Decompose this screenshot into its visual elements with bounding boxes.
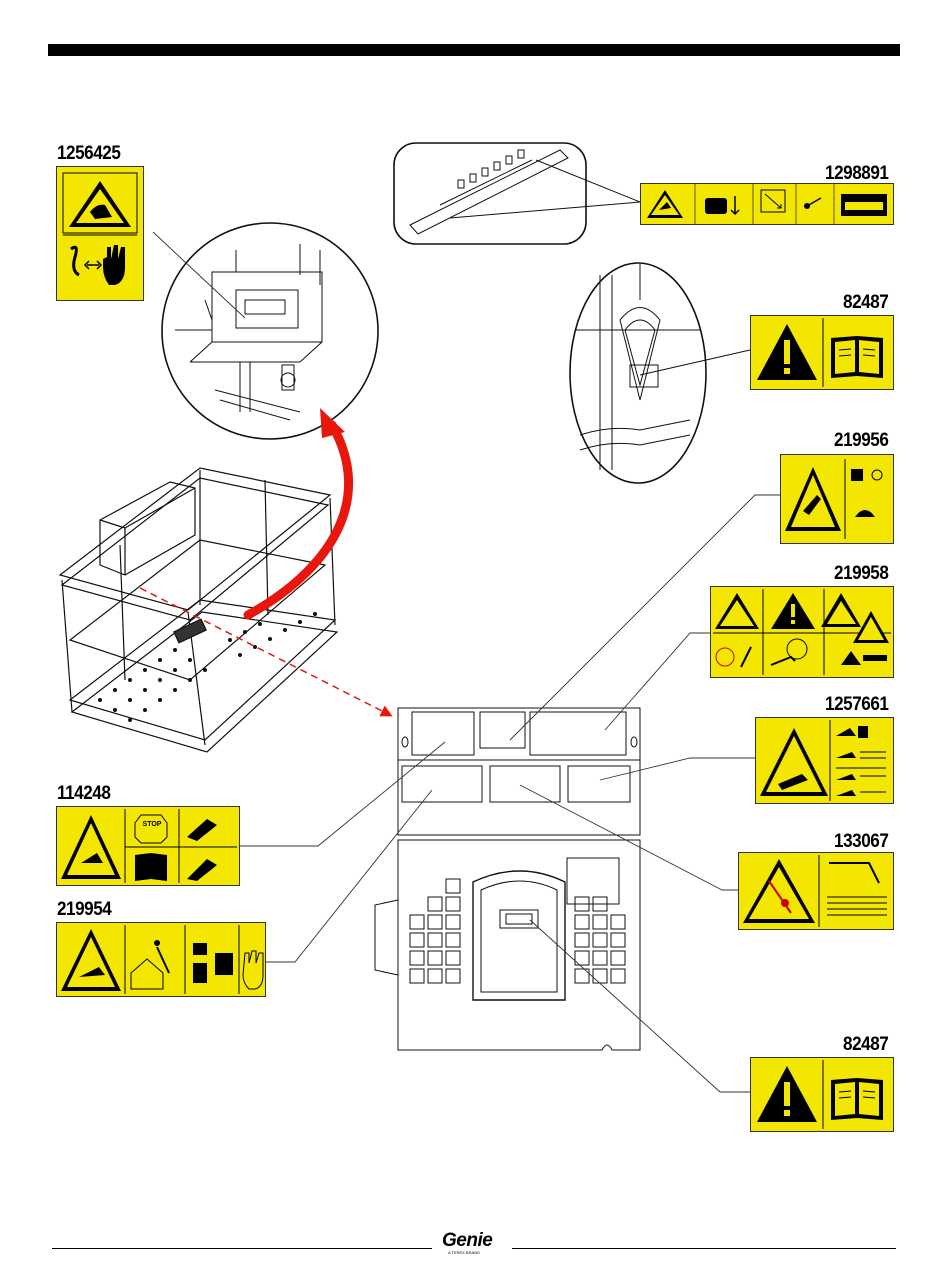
stop-sign-text: STOP — [137, 821, 167, 828]
part-number-219958: 219958 — [834, 563, 888, 585]
part-number-82487-top: 82487 — [843, 292, 888, 314]
footer-rule-right — [512, 1248, 896, 1249]
part-number-1257661: 1257661 — [825, 694, 888, 716]
part-number-133067: 133067 — [834, 831, 888, 853]
capacity-tip-over-icons — [57, 923, 265, 996]
genie-logo: Genie A TEREX BRAND — [440, 1232, 506, 1254]
warning-read-manual-icons — [751, 316, 893, 389]
part-number-82487-bottom: 82487 — [843, 1034, 888, 1056]
panel-slot-133067 — [490, 766, 560, 802]
decal-219958 — [710, 586, 894, 678]
floor-panel — [375, 708, 640, 1050]
lanyard-detail-oval — [570, 263, 750, 483]
tip-over-hazard-icons — [781, 455, 893, 543]
platform-basket — [60, 468, 337, 752]
part-number-1298891: 1298891 — [825, 163, 888, 185]
panel-slot-219954 — [402, 766, 482, 802]
floor-grid — [410, 879, 625, 983]
tip-over-terrain-icons — [756, 718, 893, 803]
electrocution-tip-over-icons — [711, 587, 893, 677]
panel-slot-219956 — [480, 712, 525, 748]
decal-1257661 — [755, 717, 894, 804]
part-number-114248: 114248 — [57, 783, 110, 805]
control-box-detail-circle — [162, 223, 378, 439]
decal-1298891 — [640, 183, 894, 225]
decal-114248: STOP — [56, 806, 240, 886]
part-number-219956: 219956 — [834, 430, 888, 452]
part-number-219954: 219954 — [57, 899, 111, 921]
decal-133067 — [738, 852, 894, 930]
decal-1256425 — [56, 166, 144, 301]
logo-tagline: A TEREX BRAND — [448, 1250, 480, 1255]
footer-rule-left — [52, 1248, 432, 1249]
rail-decal-strip-icons — [641, 184, 893, 224]
part-number-1256425: 1256425 — [57, 143, 120, 165]
collision-hazard-icons — [57, 807, 239, 885]
rail-detail-callout — [394, 143, 640, 244]
decal-219954 — [56, 922, 266, 997]
crush-hazard-hand-icon — [57, 167, 143, 300]
logo-wordmark: Genie — [442, 1230, 492, 1252]
panel-slot-114248 — [412, 712, 474, 755]
falling-hazard-icons — [739, 853, 893, 929]
warning-read-manual-icons — [751, 1058, 893, 1131]
decal-219956 — [780, 454, 894, 544]
decal-82487-top — [750, 315, 894, 390]
panel-slot-1257661 — [568, 766, 630, 802]
panel-slot-219958 — [530, 712, 626, 755]
decal-82487-bottom — [750, 1057, 894, 1132]
